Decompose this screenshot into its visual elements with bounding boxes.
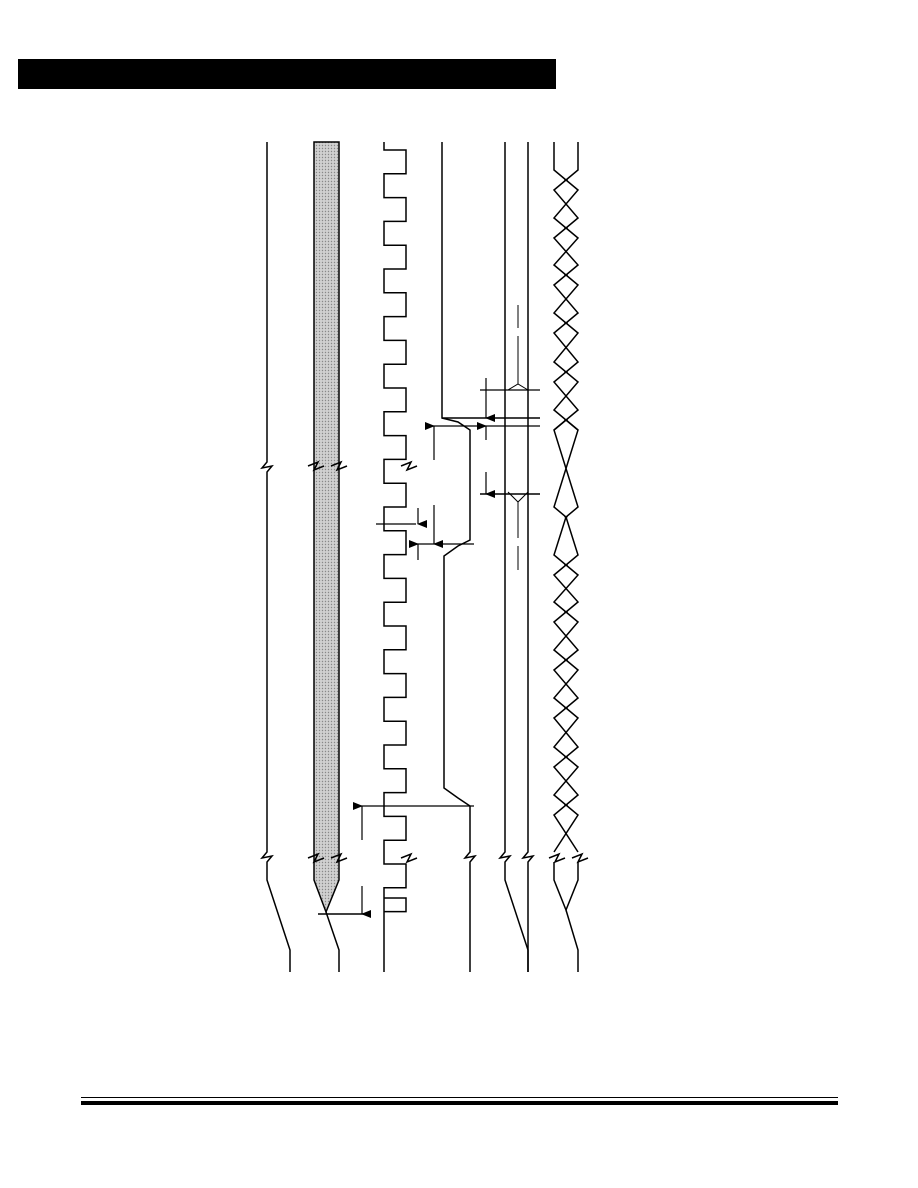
- signal-6-line: [521, 142, 535, 972]
- signal-1-line: [260, 142, 291, 972]
- signal-7-break-left: [548, 852, 566, 864]
- signal-3-break: [400, 460, 418, 472]
- signal-2-shaded-bus: [313, 141, 340, 915]
- signal-5-line: [498, 142, 529, 972]
- signal-7-bus-mid-cap: [553, 419, 579, 431]
- signal-7-tail-top: [553, 862, 579, 913]
- signal-7-bus-right: [552, 142, 580, 853]
- signal-2-tail: [325, 911, 340, 972]
- signal-3-break-2: [400, 852, 418, 864]
- signal-3-clock: [383, 142, 407, 972]
- signal-2-break-left-2: [307, 852, 325, 864]
- footer-rule-thick: [81, 1101, 838, 1105]
- signal-4-strobe: [441, 142, 477, 972]
- signal-2-break-right: [330, 460, 348, 472]
- signal-7-tail: [565, 909, 579, 972]
- signal-5-chevron-top: [507, 383, 529, 391]
- header-bar: [18, 59, 556, 89]
- footer-rule-thin: [81, 1097, 838, 1098]
- signal-7-break-right: [571, 852, 589, 864]
- signal-2-break-left: [307, 460, 325, 472]
- signal-2-break-right-2: [330, 852, 348, 864]
